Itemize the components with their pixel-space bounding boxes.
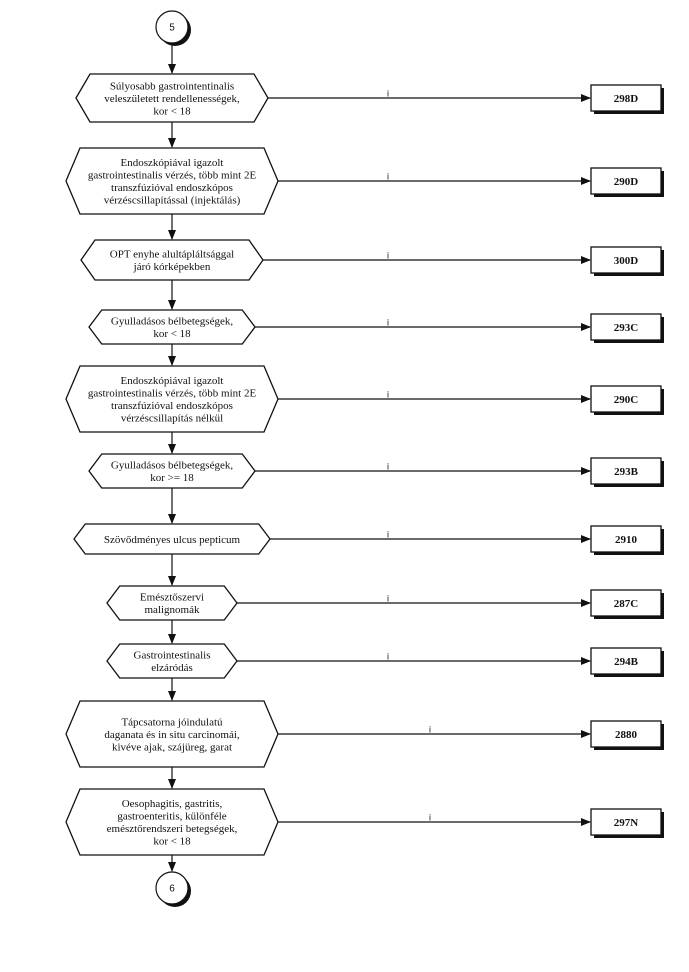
connector-top — [155, 10, 189, 44]
decision-text: kor < 18 — [153, 328, 191, 340]
decision-text: Súlyosabb gastrointentinalis — [110, 80, 234, 92]
outcome-box — [590, 167, 662, 195]
outcome-box — [590, 647, 662, 675]
outcome-code: 294B — [614, 656, 639, 668]
decision-text: kor >= 18 — [150, 472, 194, 484]
outcome-box — [590, 525, 662, 553]
decision-text: Oesophagitis, gastritis, — [122, 798, 223, 810]
edge-label: i — [387, 318, 389, 328]
edge-label: i — [387, 89, 389, 99]
outcome-code: 2910 — [615, 534, 638, 546]
decision-text: kor < 18 — [153, 836, 191, 848]
edge-label: i — [387, 251, 389, 261]
outcome-code: 297N — [614, 817, 639, 829]
edge-label: i — [387, 594, 389, 604]
decision-text: OPT enyhe alultápláltsággal — [110, 249, 234, 261]
decision-node — [65, 365, 279, 433]
edge-label: i — [387, 172, 389, 182]
decision-text: Gyulladásos bélbetegségek, — [111, 460, 233, 472]
connector-top-label: 5 — [169, 23, 175, 34]
decision-node — [88, 453, 256, 489]
decision-node — [106, 643, 238, 679]
decision-text: elzáródás — [151, 662, 193, 674]
outcome-box — [590, 84, 662, 112]
decision-node — [73, 523, 271, 555]
decision-text: vérzéscsillapítással (injektálás) — [104, 195, 241, 207]
decision-text: Tápcsatorna jóindulatú — [121, 716, 223, 728]
outcome-box — [590, 246, 662, 274]
outcome-code: 290C — [614, 394, 639, 406]
decision-text: daganata és in situ carcinomái, — [104, 729, 240, 741]
decision-text: Gyulladásos bélbetegségek, — [111, 316, 233, 328]
decision-node — [65, 700, 279, 768]
decision-node — [80, 239, 264, 281]
decision-text: kor < 18 — [153, 105, 191, 117]
outcome-box — [590, 589, 662, 617]
outcome-code: 293B — [614, 466, 639, 478]
decision-text: Emésztőszervi — [140, 592, 204, 604]
decision-text: Szövődményes ulcus pepticum — [104, 534, 241, 546]
decision-node — [106, 585, 238, 621]
outcome-code: 287C — [614, 598, 639, 610]
decision-text: transzfúzióval endoszkópos — [111, 400, 233, 412]
outcome-box — [590, 720, 662, 748]
outcome-box — [590, 808, 662, 836]
outcome-box — [590, 313, 662, 341]
decision-text: veleszületett rendellenességek, — [104, 93, 240, 105]
decision-text: gastrointestinalis vérzés, több mint 2E — [88, 388, 257, 400]
decision-text: malignomák — [145, 604, 200, 616]
edge-label: i — [387, 530, 389, 540]
edge-label: i — [387, 390, 389, 400]
outcome-code: 293C — [614, 322, 639, 334]
decision-text: Endoszkópiával igazolt — [121, 375, 224, 387]
decision-text: vérzéscsillapítás nélkül — [121, 413, 223, 425]
connector-bottom-label: 6 — [169, 884, 175, 895]
decision-text: emésztőrendszeri betegségek, — [107, 823, 238, 835]
decision-text: gastrointestinalis vérzés, több mint 2E — [88, 170, 257, 182]
decision-text: kivéve ajak, szájüreg, garat — [112, 741, 232, 753]
decision-node — [88, 309, 256, 345]
decision-text: Endoszkópiával igazolt — [121, 157, 224, 169]
decision-text: transzfúzióval endoszkópos — [111, 182, 233, 194]
decision-node — [65, 147, 279, 215]
outcome-code: 298D — [614, 93, 639, 105]
decision-text: járó kórképekben — [133, 261, 211, 273]
outcome-code: 290D — [614, 176, 639, 188]
edge-label: i — [429, 725, 431, 735]
edge-label: i — [429, 813, 431, 823]
edge-label: i — [387, 462, 389, 472]
decision-text: Gastrointestinalis — [134, 650, 211, 662]
outcome-code: 300D — [614, 255, 639, 267]
outcome-box — [590, 457, 662, 485]
decision-text: gastroenteritis, különféle — [117, 811, 226, 823]
connector-bottom — [155, 871, 189, 905]
outcome-box — [590, 385, 662, 413]
outcome-code: 2880 — [615, 729, 638, 741]
decision-node — [65, 788, 279, 856]
edge-label: i — [387, 652, 389, 662]
decision-node — [75, 73, 269, 123]
